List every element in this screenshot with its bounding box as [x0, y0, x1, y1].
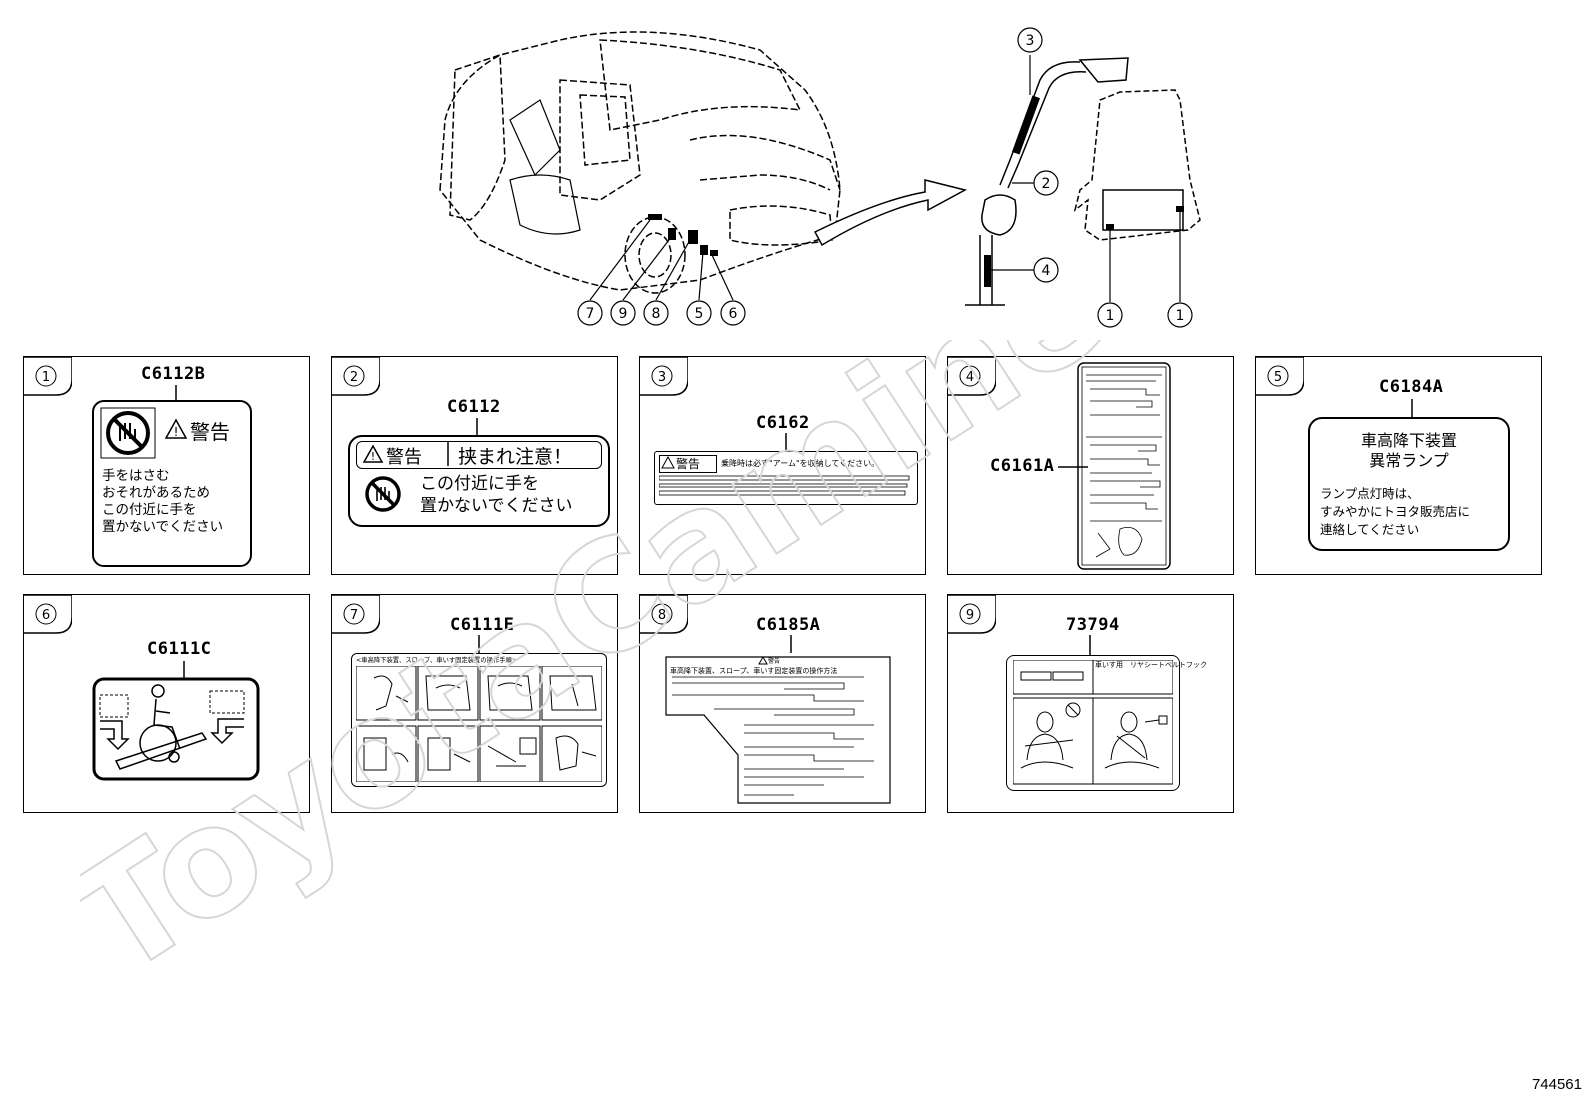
panel-number: 2 — [350, 370, 358, 385]
seatbelt-sticker: 車いす用 リヤシートベルトフック — [1006, 655, 1207, 791]
warning-sticker: ! 警告 挟まれ注意！ この付近に手を 置かないでください — [348, 435, 610, 527]
label-panel-5: 5 C6184A 車高降下装置 異常ランプ ランプ点灯時は、 すみやかにトヨタ販… — [1255, 356, 1542, 575]
no-hand-icon — [100, 407, 156, 459]
warning-headline: 挟まれ注意！ — [458, 446, 573, 468]
text-line: 異常ランプ — [1369, 451, 1449, 470]
panel-tab: 7 — [332, 595, 380, 634]
sticker-title: 車高降下装置 異常ランプ — [1310, 431, 1508, 471]
label-panel-9: 9 73794 車いす用 リヤシートベルトフック — [947, 594, 1234, 813]
text-line: 車高降下装置 — [1360, 431, 1457, 450]
callout-1b: 1 — [1176, 308, 1185, 324]
callout-2: 2 — [1042, 176, 1051, 192]
label-panel-8: 8 C6185A 警告 車高降下装置、スロープ、車いす固定装置の操作方法 — [639, 594, 926, 813]
vehicle-overview-diagram: 7 9 8 5 6 3 2 4 1 1 — [439, 27, 1201, 328]
callout-5: 5 — [695, 306, 704, 322]
part-code: C6161A — [990, 456, 1055, 476]
warning-word: 警告 — [190, 420, 230, 444]
warning-word: 警告 — [676, 457, 701, 471]
sticker-headline: 車いす用 リヤシートベルトフック — [1095, 661, 1207, 669]
panel-number: 8 — [658, 608, 666, 623]
text-line: 手をはさむ — [102, 468, 170, 484]
callout-4: 4 — [1042, 263, 1051, 279]
panel-tab: 6 — [24, 595, 72, 634]
wheelchair-sticker — [92, 677, 260, 781]
panel-number: 6 — [42, 608, 50, 623]
instruction-sticker — [1077, 362, 1171, 570]
label-panel-1: 1 C6112B ! 警告 手をはさむ おそれがあるため この付近に手を 置かな… — [23, 356, 310, 575]
text-line: すみやかにトヨタ販売店に — [1320, 504, 1471, 519]
procedure-sticker: <車高降下装置、スロープ、車いす固定装置の操作手順> — [351, 653, 607, 787]
warning-text: 手をはさむ おそれがあるため この付近に手を 置かないでください — [102, 468, 223, 536]
panel-number: 3 — [658, 370, 666, 385]
text-line: この付近に手を — [102, 502, 197, 518]
label-panel-4: 4 C6161A — [947, 356, 1234, 575]
part-code: 73794 — [1066, 615, 1120, 635]
warning-word: 警告 — [386, 447, 422, 468]
panel-number: 4 — [966, 370, 974, 385]
part-code: C6111C — [147, 639, 212, 659]
warning-triangle-icon — [661, 456, 675, 469]
part-code: C6111E — [450, 615, 515, 635]
warning-sticker: 警告 乗降時は必ず"アーム"を収納してください。 — [654, 451, 918, 505]
text-line: 置かないでください — [420, 496, 573, 516]
text-line: おそれがあるため — [102, 485, 210, 501]
text-line: 置かないでください — [102, 519, 224, 535]
info-sticker: 車高降下装置 異常ランプ ランプ点灯時は、 すみやかにトヨタ販売店に 連絡してく… — [1308, 417, 1510, 551]
text-line: ランプ点灯時は、 — [1320, 486, 1420, 501]
warning-text: この付近に手を 置かないでください — [420, 473, 573, 517]
part-code: C6162 — [756, 413, 810, 433]
fine-print-lines — [659, 475, 910, 496]
part-code: C6184A — [1379, 377, 1444, 397]
warning-word: 警告 — [768, 658, 781, 665]
warning-triangle-icon — [758, 656, 768, 665]
callout-9: 9 — [619, 306, 628, 322]
panel-tab: 8 — [640, 595, 688, 634]
part-code: C6112 — [447, 397, 501, 417]
label-panel-6: 6 C6111C — [23, 594, 310, 813]
panel-tab: 4 — [948, 357, 996, 396]
procedure-steps — [356, 666, 602, 782]
seatbelt-illustration — [1013, 660, 1173, 785]
warning-triangle-icon: ! — [362, 444, 384, 463]
part-code: C6112B — [141, 364, 206, 384]
warning-text: 車高降下装置、スロープ、車いす固定装置の操作方法 — [670, 667, 838, 675]
panel-number: 5 — [1274, 370, 1282, 385]
panel-tab: 2 — [332, 357, 380, 396]
panel-number: 1 — [42, 370, 50, 385]
label-panel-3: 3 C6162 警告 乗降時は必ず"アーム"を収納してください。 — [639, 356, 926, 575]
text-line: この付近に手を — [420, 474, 539, 494]
warning-text: 乗降時は必ず"アーム"を収納してください。 — [721, 459, 880, 468]
part-code: C6185A — [756, 615, 821, 635]
callout-7: 7 — [586, 306, 595, 322]
panel-tab: 3 — [640, 357, 688, 396]
panel-number: 9 — [966, 608, 974, 623]
panel-number: 7 — [350, 608, 358, 623]
warning-triangle-icon: ! — [164, 418, 188, 439]
callout-8: 8 — [652, 306, 661, 322]
sticker-caption: <車高降下装置、スロープ、車いす固定装置の操作手順> — [356, 657, 518, 664]
no-hand-icon — [365, 476, 401, 512]
label-panel-2: 2 C6112 ! 警告 挟まれ注意！ この付近に手を 置かないでください — [331, 356, 618, 575]
panel-tab: 5 — [1256, 357, 1304, 396]
diagram-number: 744561 — [1531, 1076, 1582, 1093]
callout-6: 6 — [729, 306, 738, 322]
svg-text:!: ! — [174, 425, 179, 439]
panel-tab: 9 — [948, 595, 996, 634]
panel-tab: 1 — [24, 357, 72, 396]
text-line: 連絡してください — [1320, 522, 1420, 537]
sticker-text: ランプ点灯時は、 すみやかにトヨタ販売店に 連絡してください — [1320, 485, 1470, 539]
svg-text:!: ! — [371, 450, 375, 463]
operation-sticker — [665, 656, 891, 804]
callout-1a: 1 — [1106, 308, 1115, 324]
callout-3: 3 — [1026, 33, 1035, 49]
warning-sticker: ! 警告 手をはさむ おそれがあるため この付近に手を 置かないでください — [92, 400, 252, 567]
label-panel-7: 7 C6111E <車高降下装置、スロープ、車いす固定装置の操作手順> — [331, 594, 618, 813]
